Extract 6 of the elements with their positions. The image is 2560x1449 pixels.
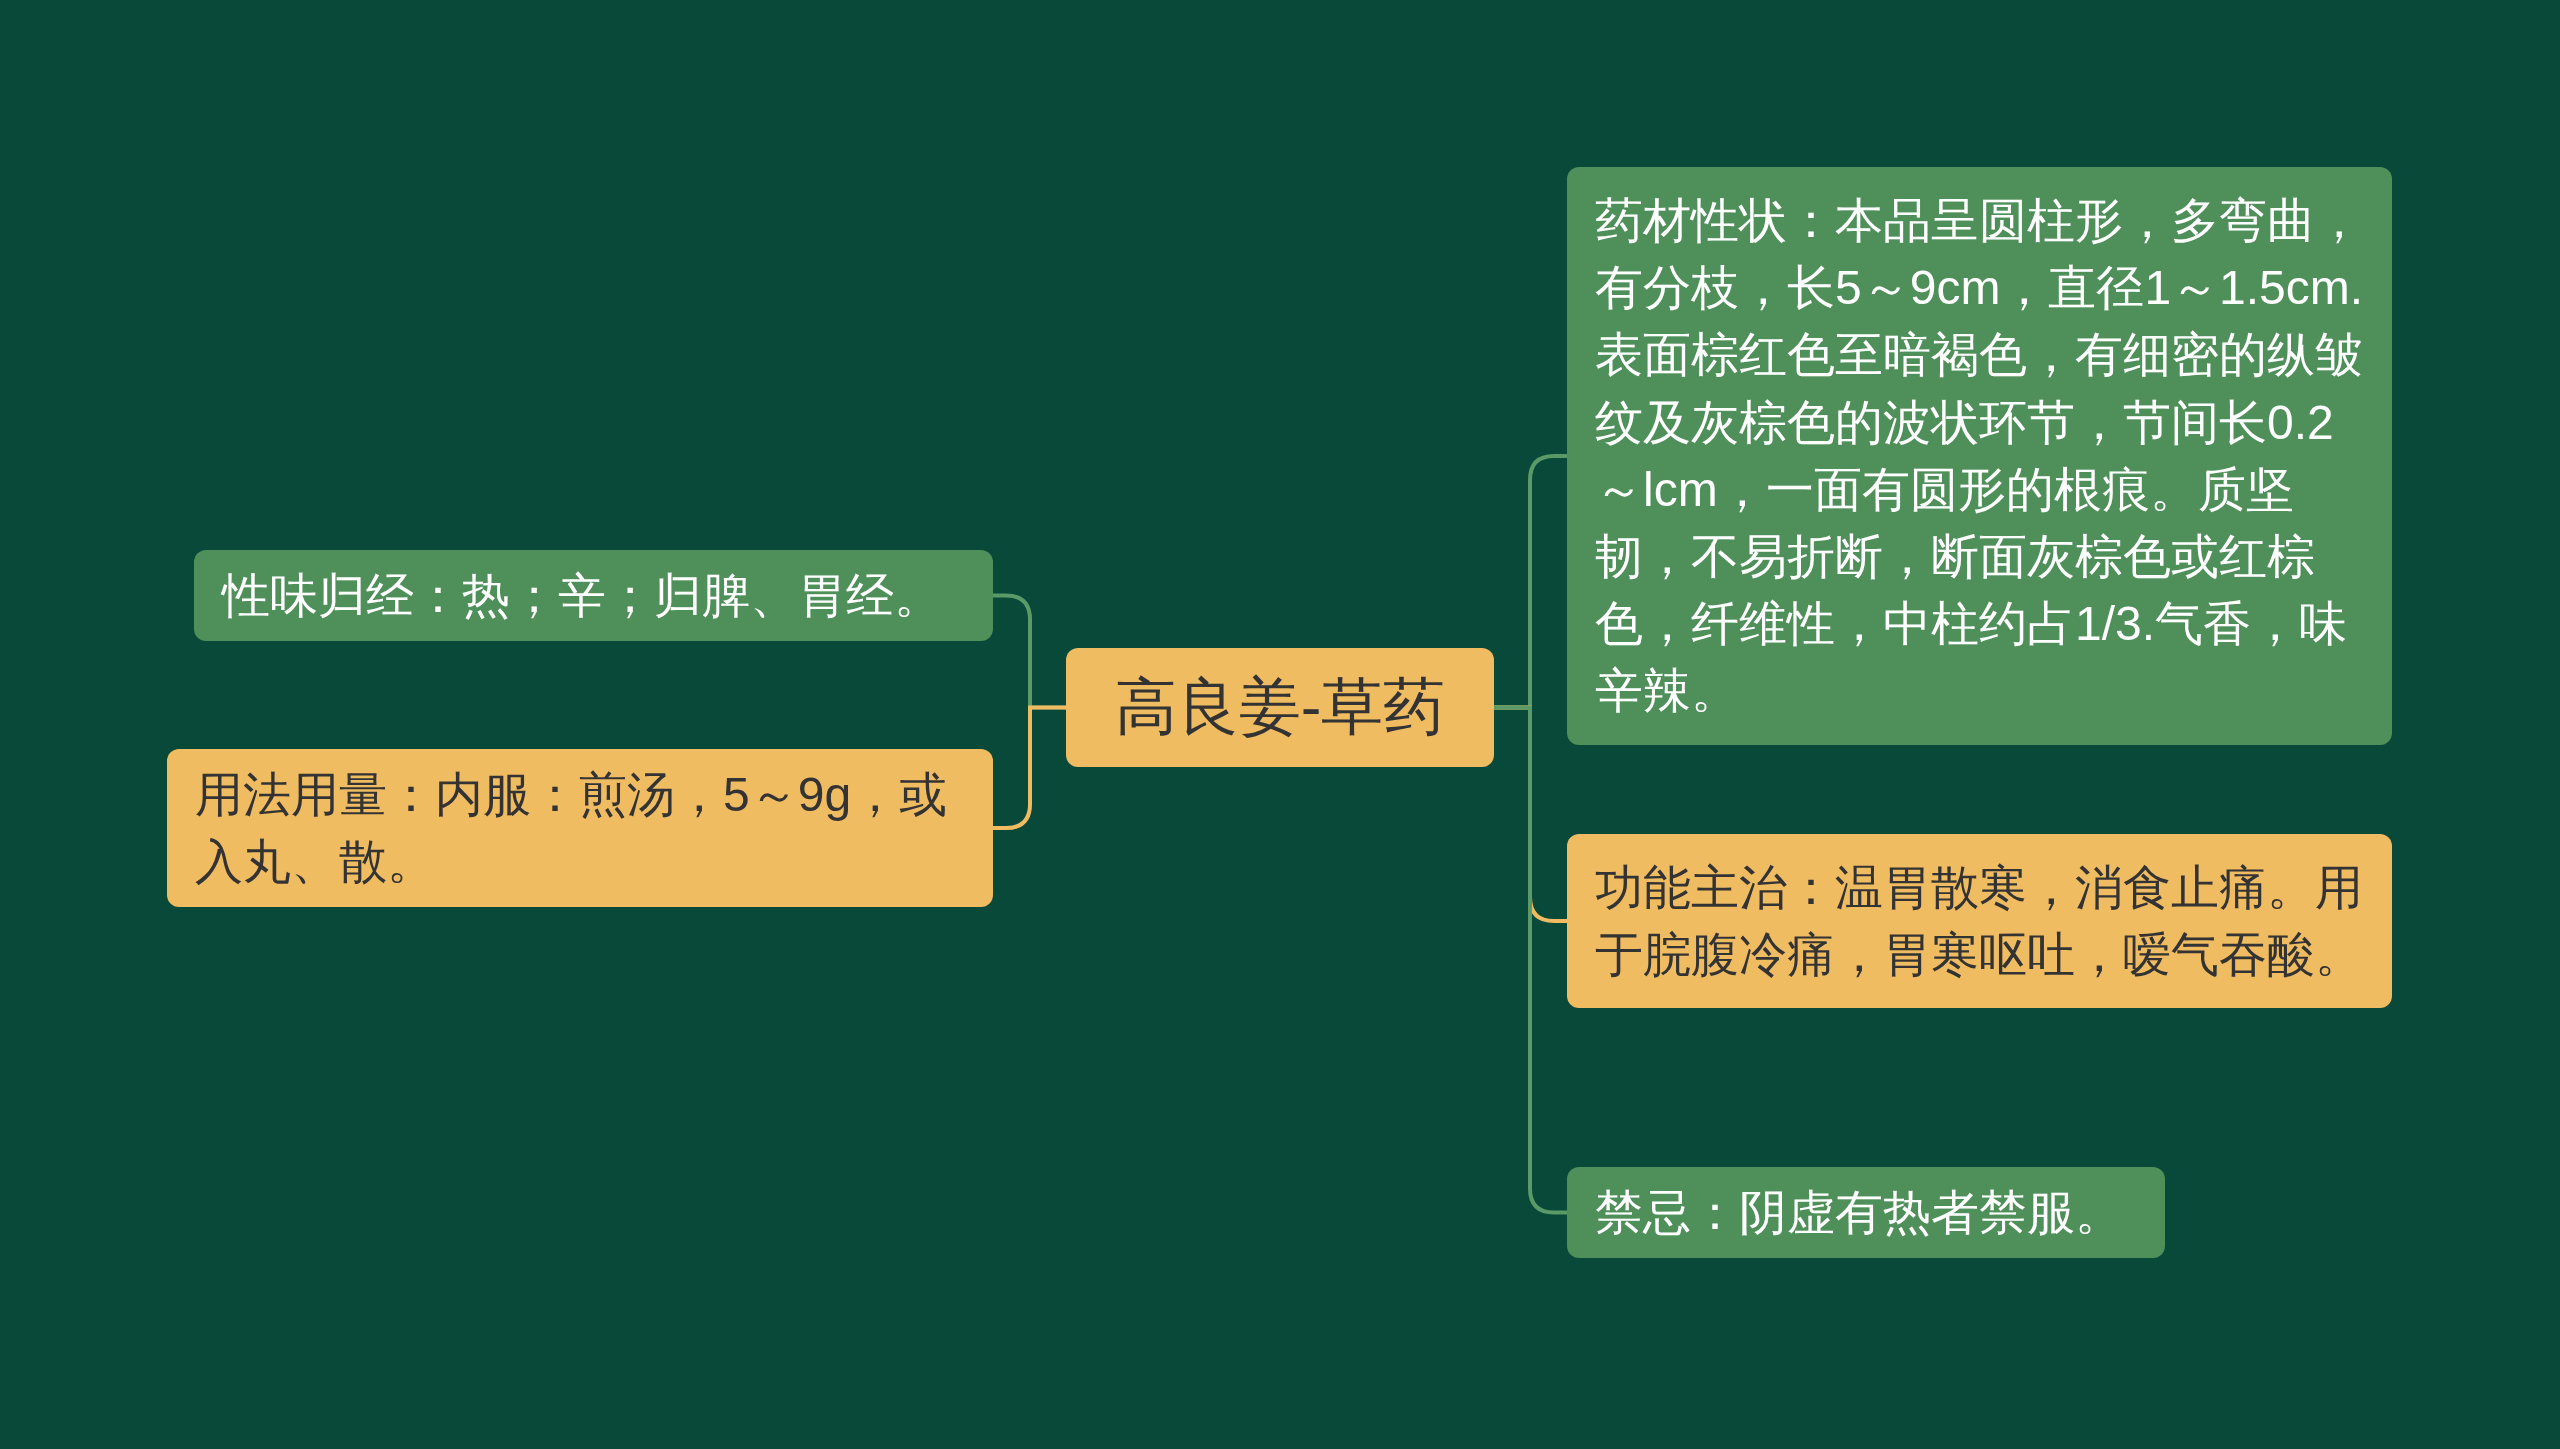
topic-box: 禁忌：阴虚有热者禁服。 xyxy=(1567,1167,2165,1259)
topic-box: 功能主治：温胃散寒，消食止痛。用于脘腹冷痛，胃寒呕吐，嗳气吞酸。 xyxy=(1567,834,2392,1009)
central-topic: 高良姜-草药 xyxy=(1066,648,1494,767)
topic-box: 用法用量：内服：煎汤，5～9g，或入丸、散。 xyxy=(167,749,993,908)
topic-box: 性味归经：热；辛；归脾、胃经。 xyxy=(194,550,993,642)
topic-box: 药材性状：本品呈圆柱形，多弯曲，有分枝，长5～9cm，直径1～1.5cm.表面棕红色至暗褐色，有细密的纵皱纹及灰棕色的波状环节，节间长0.2～lcm，一面有圆形的根痕。质坚韧，不易折断，断面灰棕色或红棕色，纤维性，中柱约占1/3.气香，味辛辣。 xyxy=(1567,167,2392,745)
